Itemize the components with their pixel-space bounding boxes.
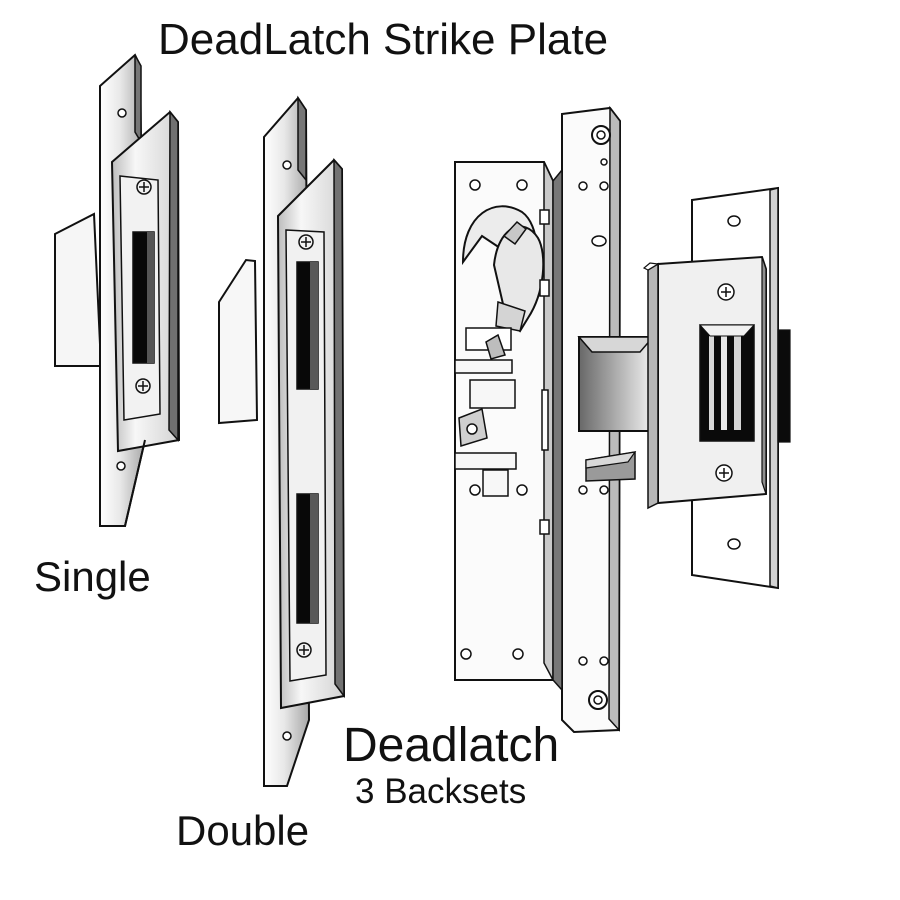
single-strike-plate-icon bbox=[54, 53, 181, 527]
diagram-title: DeadLatch Strike Plate bbox=[158, 15, 609, 64]
double-strike-plate-icon bbox=[218, 95, 346, 787]
backsets-label: 3 Backsets bbox=[355, 772, 527, 811]
deadlatch-label: Deadlatch bbox=[343, 719, 560, 772]
deadlatch-strike-assembly-icon bbox=[642, 186, 791, 590]
double-label: Double bbox=[176, 807, 310, 854]
single-label: Single bbox=[34, 553, 151, 600]
deadlatch-body-icon bbox=[454, 105, 657, 734]
